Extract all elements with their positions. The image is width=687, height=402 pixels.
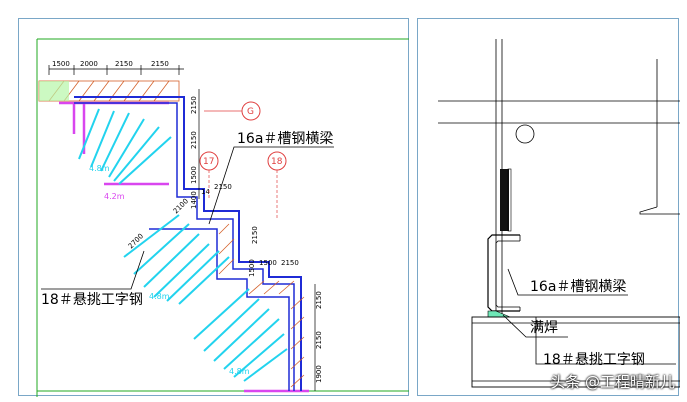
dim-mid-1: 2150 [214, 183, 232, 191]
dim-bottom-3: 1900 [315, 365, 323, 383]
cyan-label-2: 4.8m [149, 292, 170, 301]
slab-step [639, 206, 680, 215]
slab-edge-mid [149, 228, 290, 391]
dim-top-4: 2150 [151, 60, 169, 68]
dim-right-1: 2150 [190, 96, 198, 114]
dim-mid-3: 2150 [251, 226, 259, 244]
section-detail-panel: 16a＃槽钢横梁 满焊 18＃悬挑工字钢 [417, 18, 680, 396]
hatched-slab-lower [218, 223, 305, 388]
dim-right-2: 2150 [190, 131, 198, 149]
magenta-label: 4.2m [104, 192, 125, 201]
dim-lower-2: 1500 [259, 259, 277, 267]
cyan-ties [78, 108, 288, 382]
cyan-label-3: 4.8m [229, 367, 250, 376]
axis-bubble-g: G [204, 101, 261, 121]
anchor-ring [515, 124, 535, 144]
section-detail: 16a＃槽钢横梁 满焊 18＃悬挑工字钢 [438, 39, 680, 388]
weld-label: 满焊 [530, 320, 558, 336]
dim-bottom-2: 2150 [315, 331, 323, 349]
dim-small-2: 14 [201, 188, 210, 196]
top-dim-ticks [48, 65, 180, 75]
i-beam-label: 18＃悬挑工字钢 [41, 292, 143, 308]
axis-label-18: 18 [271, 157, 283, 167]
dim-lower-3: 2150 [281, 259, 299, 267]
steel-bar-black [500, 169, 509, 231]
watermark: 头条 @工程晴新儿 [550, 373, 675, 391]
i-beam-leader [41, 250, 145, 290]
green-fill [39, 81, 69, 101]
channel-section-outer [487, 234, 520, 312]
plan-drawing-panel: 1500 2000 2150 2150 [18, 18, 409, 397]
plan-drawing: 1500 2000 2150 2150 [36, 38, 409, 397]
weld-leader [502, 314, 568, 338]
channel-beam-label: 16a＃槽钢横梁 [237, 131, 333, 147]
dim-mid-2: 2100 [172, 197, 190, 215]
steel-bar-edge [507, 168, 512, 232]
channel-beam-leader [208, 146, 334, 225]
i-beam-label-right: 18＃悬挑工字钢 [543, 352, 645, 368]
axis-label-17: 17 [203, 157, 214, 167]
channel-section-inner [495, 240, 520, 308]
dim-top-2: 2000 [80, 60, 98, 68]
i-beam-body [471, 316, 680, 388]
dim-right-3: 1500 [190, 166, 198, 184]
dim-lower-1: 1500 [248, 259, 256, 277]
cyan-label-1: 4.8m [89, 164, 110, 173]
blue-outline-inner [74, 102, 295, 391]
i-beam-leader-right [535, 317, 676, 365]
axis-bubble-18: 18 [267, 151, 287, 219]
weld-mark [487, 310, 511, 318]
wall-lines [495, 39, 658, 314]
axis-label-g: G [247, 107, 254, 117]
channel-beam-label-right: 16a＃槽钢横梁 [530, 279, 626, 295]
dim-bottom-1: 2150 [315, 291, 323, 309]
blue-outline-outer [74, 96, 302, 391]
dim-top-1: 1500 [52, 60, 70, 68]
dim-small-1: 1400 [190, 191, 198, 209]
floor-lines [438, 100, 680, 124]
axis-bubble-17: 17 [199, 151, 219, 199]
channel-beam-leader-right [507, 268, 628, 296]
dim-top-3: 2150 [115, 60, 133, 68]
